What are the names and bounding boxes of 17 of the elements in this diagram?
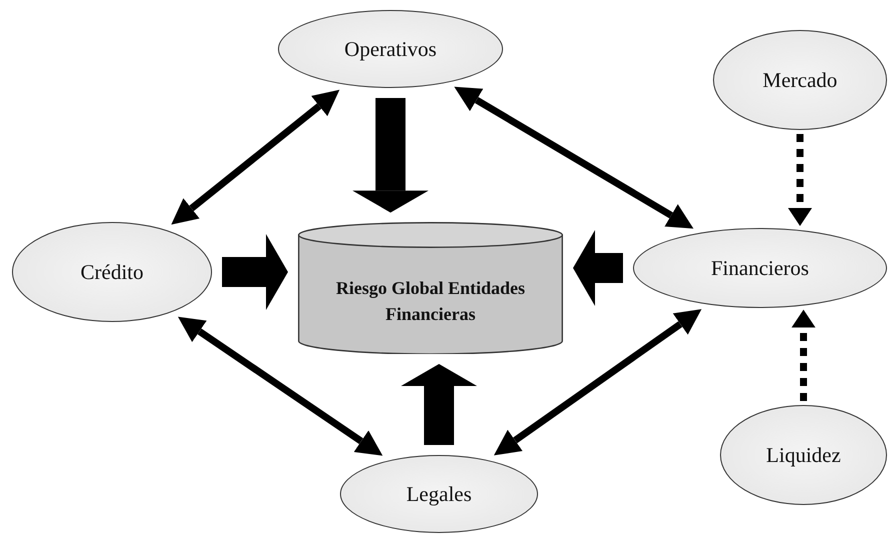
node-label: Mercado xyxy=(762,68,838,92)
double-arrow xyxy=(178,316,383,456)
double-arrow xyxy=(171,90,340,225)
double-arrow xyxy=(454,86,694,229)
node-label: Legales xyxy=(406,482,472,506)
dashed-arrow xyxy=(788,134,812,226)
double-arrow xyxy=(494,309,702,456)
dashed-arrow xyxy=(792,310,816,401)
node-label: Crédito xyxy=(80,260,144,284)
block-arrow xyxy=(401,364,477,445)
block-arrow xyxy=(573,230,623,306)
database-cylinder xyxy=(298,222,563,354)
node-label: Liquidez xyxy=(766,442,841,468)
node-label: Riesgo Global Entidades Financieras xyxy=(334,276,526,326)
node-label: Operativos xyxy=(344,36,437,62)
block-arrow xyxy=(222,234,288,310)
node-label: Financieros xyxy=(711,256,809,280)
